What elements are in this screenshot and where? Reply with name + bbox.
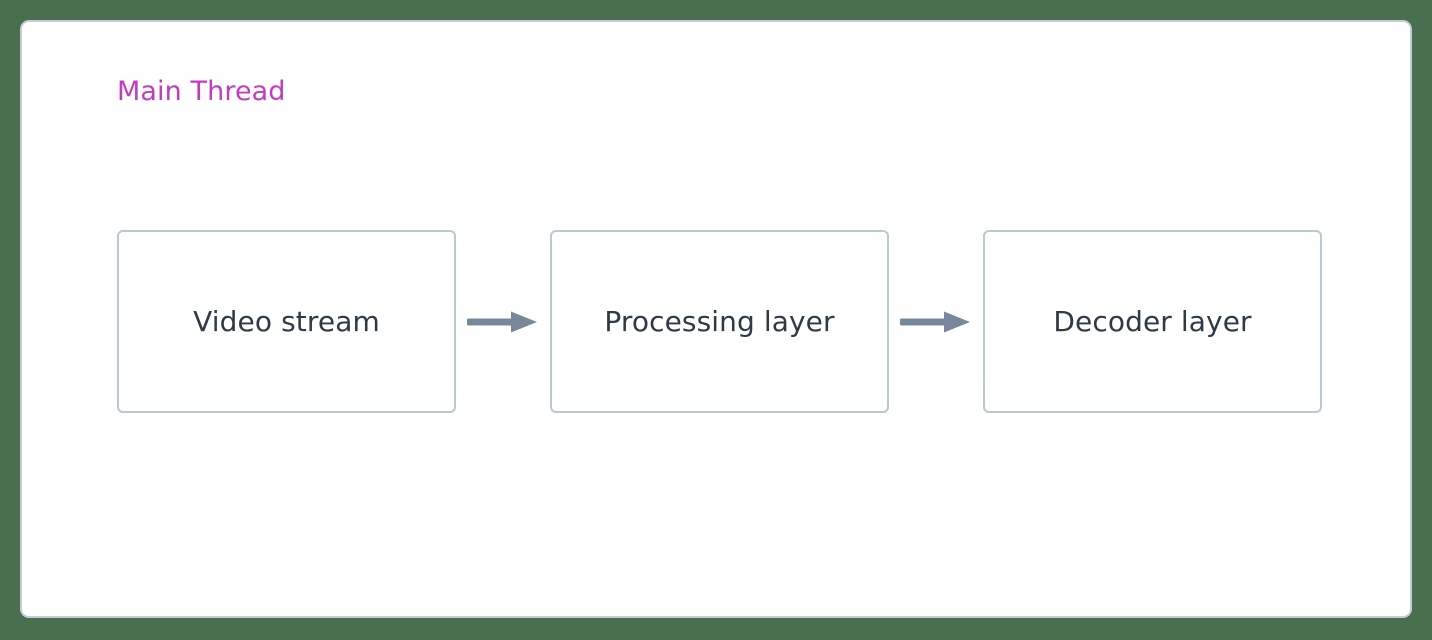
main-thread-panel: Main Thread Video stream Processing laye… (20, 20, 1412, 618)
pipeline-flow-row: Video stream Processing layer Decoder la… (117, 230, 1322, 413)
main-thread-panel-title: Main Thread (117, 76, 286, 107)
node-processing-layer[interactable]: Processing layer (550, 230, 889, 413)
node-decoder-layer[interactable]: Decoder layer (983, 230, 1322, 413)
node-decoder-layer-label: Decoder layer (1053, 304, 1252, 338)
node-video-stream[interactable]: Video stream (117, 230, 456, 413)
node-processing-layer-label: Processing layer (604, 304, 835, 338)
node-video-stream-label: Video stream (193, 304, 380, 338)
edge-video-stream-to-processing-layer (456, 307, 550, 337)
arrow-right-icon (900, 311, 970, 332)
arrow-right-icon (467, 311, 537, 332)
edge-processing-layer-to-decoder-layer (889, 307, 983, 337)
